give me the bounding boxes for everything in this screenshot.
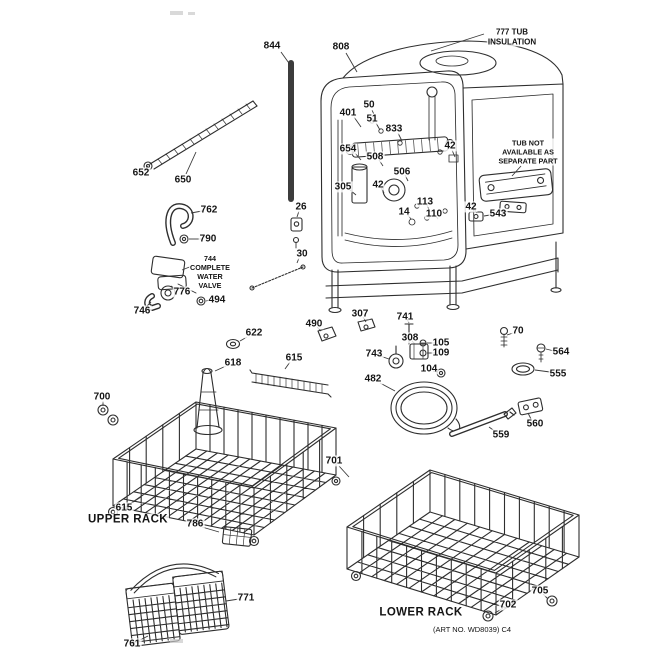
part-number-label: 746 <box>132 305 152 317</box>
part-number-label: 615 <box>114 502 134 514</box>
part-number-label: 705 <box>530 585 550 597</box>
part-number-label: 401 <box>338 107 358 119</box>
part-number-label: 833 <box>384 123 404 135</box>
fill-funnel <box>193 367 223 436</box>
fasteners <box>499 326 546 376</box>
scan-artifact <box>170 11 183 15</box>
upper-rack <box>107 401 341 547</box>
drain-hose <box>165 203 194 246</box>
part-number-label: 702 <box>498 599 518 611</box>
part-number-label: 51 <box>365 113 379 125</box>
part-number-label: 14 <box>397 206 411 218</box>
part-number-label: 743 <box>364 348 384 360</box>
part-number-label: 110 <box>424 208 444 220</box>
part-number-label: 508 <box>365 151 385 163</box>
part-number-label: 70 <box>511 325 525 337</box>
part-number-label: 650 <box>173 174 193 186</box>
silverware-basket <box>125 563 230 647</box>
part-number-label: 762 <box>199 204 219 216</box>
bracket-490 <box>317 326 337 342</box>
heater-element-tube <box>143 100 258 171</box>
tub-assembly <box>320 40 564 314</box>
part-number-label: 564 <box>551 346 571 358</box>
part-number-label: 790 <box>198 233 218 245</box>
part-number-label: 622 <box>244 327 264 339</box>
part-number-label: 761 <box>122 638 142 650</box>
part-number-label: 305 <box>333 181 353 193</box>
part-number-label: 50 <box>362 99 376 111</box>
part-number-label: 307 <box>350 308 370 320</box>
diagram-note: TUB NOT AVAILABLE AS SEPARATE PART <box>497 138 559 166</box>
part-number-label: 654 <box>338 143 358 155</box>
scan-artifact <box>170 639 183 643</box>
mounting-clip-and-spring <box>249 217 306 291</box>
section-caption: LOWER RACK <box>378 606 464 620</box>
part-number-label: 786 <box>185 518 205 530</box>
part-number-label: 104 <box>419 363 439 375</box>
part-number-label: 700 <box>92 391 112 403</box>
part-number-label: 506 <box>392 166 412 178</box>
part-number-label: 652 <box>131 167 151 179</box>
rack-rollers <box>97 404 119 426</box>
part-number-label: 618 <box>223 357 243 369</box>
part-number-label: 26 <box>294 201 308 213</box>
water-valve-assembly <box>144 255 206 311</box>
diagram-note: 777 TUB INSULATION <box>486 27 538 47</box>
part-number-label: 482 <box>363 373 383 385</box>
part-number-label: 42 <box>371 179 385 191</box>
part-number-label: 494 <box>207 294 227 306</box>
scan-artifact <box>188 12 195 15</box>
part-number-label: 109 <box>431 347 451 359</box>
part-number-label: 113 <box>415 196 435 208</box>
part-number-label: 808 <box>331 41 351 53</box>
part-number-label: 490 <box>304 318 324 330</box>
part-number-label: 559 <box>491 429 511 441</box>
part-number-label: 844 <box>262 40 282 52</box>
rack-clip <box>221 526 253 547</box>
wrench-tool <box>449 407 517 437</box>
grommet <box>225 338 241 350</box>
part-number-label: 776 <box>172 286 192 298</box>
part-number-label: 615 <box>284 352 304 364</box>
part-number-label: 741 <box>395 311 415 323</box>
door-seal-strip <box>288 60 294 202</box>
part-number-label: 701 <box>324 455 344 467</box>
bracket-560 <box>517 397 544 416</box>
drain-hose-coil <box>390 381 461 435</box>
section-caption: UPPER RACK <box>86 513 170 527</box>
part-number-label: 555 <box>548 368 568 380</box>
part-number-label: 30 <box>295 248 309 260</box>
part-number-label: 105 <box>431 337 451 349</box>
part-number-label: 42 <box>464 201 478 213</box>
part-number-label: 42 <box>443 140 457 152</box>
part-number-label: 771 <box>236 592 256 604</box>
art-number: (ART NO. WD8039) C4 <box>431 624 513 635</box>
lower-rack <box>346 469 580 622</box>
diagram-note: 744 COMPLETE WATER VALVE <box>189 254 231 290</box>
part-number-label: 308 <box>400 332 420 344</box>
access-panel <box>468 168 554 222</box>
part-number-label: 560 <box>525 418 545 430</box>
rack-track <box>249 369 332 398</box>
part-number-label: 543 <box>488 208 508 220</box>
